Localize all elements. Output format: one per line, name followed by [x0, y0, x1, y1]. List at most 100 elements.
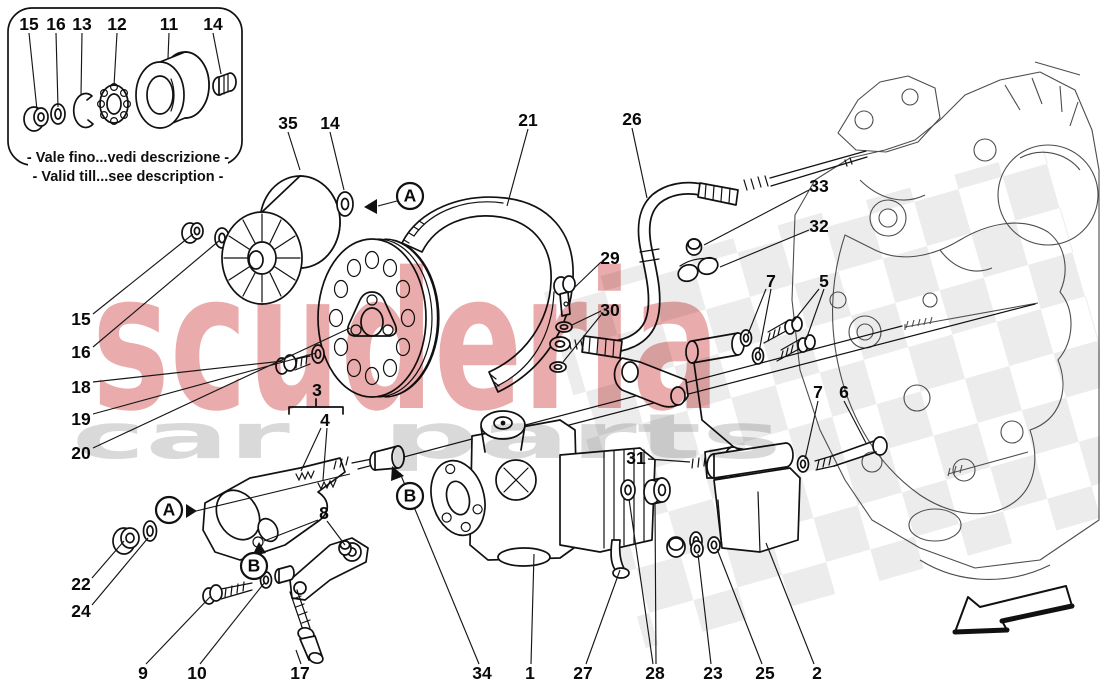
part-number-label: 12 — [107, 14, 127, 34]
leader-line — [530, 553, 535, 665]
leader-line — [326, 520, 346, 546]
leader-line — [765, 542, 815, 665]
part-number-label: 30 — [600, 300, 620, 320]
nut-22-drawing — [112, 527, 140, 555]
leader-line — [92, 239, 221, 348]
clamp-32-drawing — [677, 256, 719, 283]
leader-line — [113, 32, 118, 87]
part-number-label: 35 — [278, 113, 298, 133]
upper-bracket-drawing — [613, 316, 816, 453]
part-number-label: 29 — [600, 248, 620, 268]
leader-line — [573, 261, 602, 289]
view-marker-a: A — [154, 473, 351, 525]
part-number-label: 7 — [813, 382, 823, 402]
belt-drawing — [401, 196, 574, 393]
leader-line — [55, 32, 59, 108]
part-number-label: 27 — [573, 663, 592, 683]
part-number-label: 34 — [472, 663, 492, 683]
bushing-14-drawing — [212, 72, 237, 96]
part-number-label: 9 — [138, 663, 148, 683]
leader-line — [747, 288, 767, 335]
view-marker-b: B — [239, 542, 269, 581]
marker-circle — [239, 551, 269, 581]
marker-arrowhead — [186, 504, 197, 518]
part-number-label: 16 — [46, 14, 66, 34]
leader-line — [145, 596, 211, 665]
pulley-11-drawing — [135, 51, 210, 129]
marker-arrow-line — [377, 200, 398, 207]
inset-note-english: - Valid till...see description - — [33, 169, 224, 185]
pump-pulley-drawing — [275, 238, 440, 398]
part-number-label: 3 — [312, 380, 322, 400]
part-number-label: 19 — [71, 409, 91, 429]
leader-line — [92, 233, 194, 315]
leader-line — [329, 131, 345, 191]
leader-line — [654, 501, 657, 665]
part-number-label: 17 — [290, 663, 309, 683]
nut-drawing — [181, 222, 204, 244]
leader-line — [631, 127, 648, 199]
washer-27-drawing — [620, 479, 636, 501]
sleeve-34-drawing — [369, 445, 405, 471]
leader-line — [92, 327, 351, 449]
bracket-2-drawing — [690, 442, 801, 558]
view-marker-b: B — [391, 466, 425, 511]
bolt-17-drawing — [289, 589, 324, 665]
marker-arrow-line — [195, 473, 351, 512]
watermark-subtitle-right: parts — [382, 400, 782, 473]
leader-line — [628, 498, 654, 665]
spacer-drawing — [274, 565, 295, 584]
part-number-label: 24 — [71, 601, 91, 621]
leader-line — [167, 32, 170, 59]
nut-15-drawing — [23, 106, 49, 132]
part-number-label: 11 — [160, 14, 179, 34]
leader-line — [300, 427, 322, 472]
leader-line — [506, 128, 529, 207]
marker-letter: B — [404, 486, 417, 506]
part-number-label: 25 — [755, 663, 775, 683]
long-bolts-drawing — [796, 436, 888, 473]
part-number-label: 33 — [809, 176, 829, 196]
leader-line — [199, 581, 266, 665]
bolt-9-drawing — [202, 581, 253, 605]
marker-letter: A — [404, 186, 417, 206]
grommet-8-drawing — [338, 540, 352, 556]
leader-line — [585, 569, 621, 665]
part-number-label: 32 — [809, 216, 829, 236]
part-number-label: 26 — [622, 109, 642, 129]
tensioner-vanes — [223, 213, 301, 303]
leader-line — [791, 288, 820, 324]
axis-lines — [357, 303, 1036, 470]
part-number-label: 14 — [320, 113, 340, 133]
group-bracket-3 — [288, 398, 344, 415]
leader-line — [703, 189, 810, 246]
leader-line — [843, 400, 867, 444]
part-number-label: 15 — [71, 309, 91, 329]
washers-7-drawing — [739, 329, 765, 365]
watermark-layer: scuderia car parts — [72, 232, 782, 473]
hose-drawing — [549, 150, 868, 373]
part-number-label: 6 — [839, 382, 849, 402]
washers-23-25-drawing — [690, 536, 721, 558]
part-number-label: 22 — [71, 574, 91, 594]
marker-arrowhead — [391, 466, 404, 481]
leader-line — [212, 32, 222, 75]
marker-circle — [395, 181, 425, 211]
washer-24-drawing — [142, 520, 158, 542]
bolts-5-drawing — [763, 316, 816, 362]
washers-30-drawing — [549, 321, 573, 373]
part-number-label: 28 — [645, 663, 665, 683]
bearing-12-drawing — [96, 82, 131, 125]
leader-line — [287, 131, 301, 171]
part-number-label: 31 — [626, 448, 646, 468]
part-number-label: 13 — [72, 14, 92, 34]
banjo-bolt-29-drawing — [553, 275, 576, 317]
watermark-subtitle-left: car — [72, 400, 291, 473]
part-number-label: 7 — [766, 271, 776, 291]
part-number-label: 10 — [187, 663, 207, 683]
snap-ring-13-drawing — [72, 92, 94, 129]
